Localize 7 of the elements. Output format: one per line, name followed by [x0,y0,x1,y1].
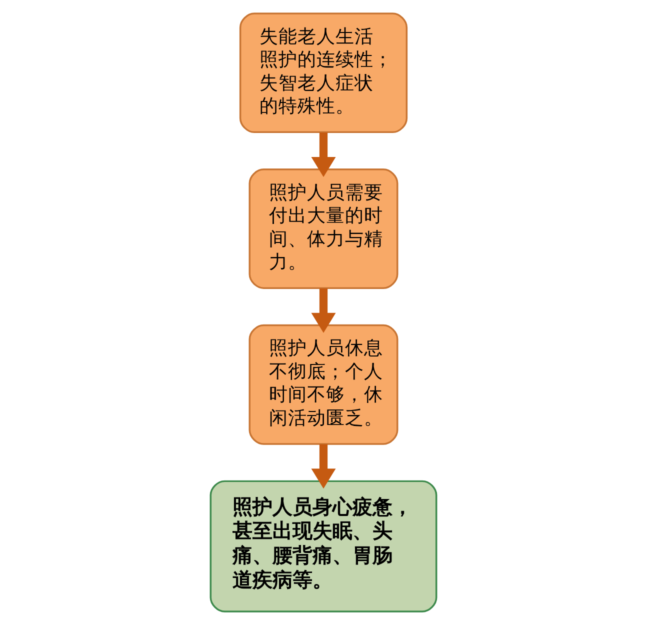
node-box: 失能老人生活照护的连续性；失智老人症状的特殊性。 [238,12,408,134]
arrow [310,288,336,333]
arrow [310,132,336,178]
node-box: 照护人员身心疲惫，甚至出现失眠、头痛、腰背痛、胃肠道疾病等。 [209,480,437,612]
node-box: 照护人员需要付出大量的时间、体力与精力。 [248,168,398,289]
node-box: 照护人员休息不彻底；个人时间不够，休闲活动匮乏。 [248,324,398,445]
arrow [310,444,336,489]
